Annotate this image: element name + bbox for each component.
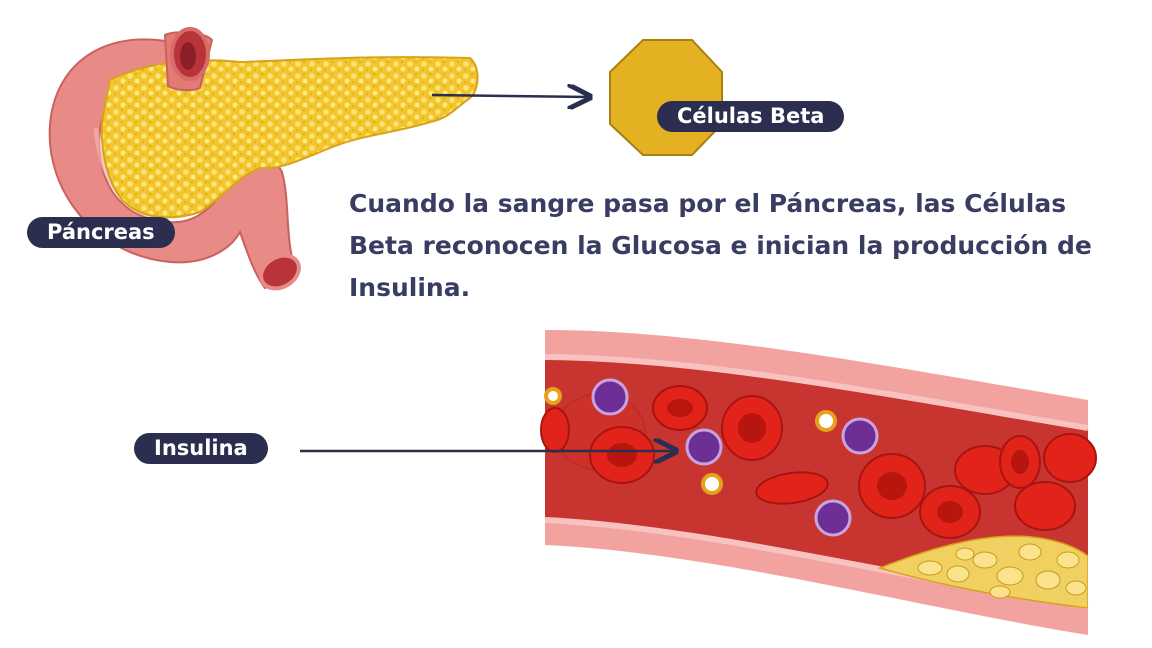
label-pancreas: Páncreas bbox=[27, 217, 175, 248]
label-insulin: Insulina bbox=[134, 433, 268, 464]
beta-cell-octagon bbox=[609, 39, 723, 156]
insulin-molecules bbox=[591, 378, 879, 537]
pancreas-body bbox=[100, 56, 479, 219]
description-text: Cuando la sangre pasa por el Páncreas, l… bbox=[349, 189, 1092, 302]
glucose-molecules bbox=[544, 387, 837, 495]
blood-vessel-illustration bbox=[540, 330, 1097, 635]
label-beta-cells: Células Beta bbox=[657, 101, 845, 132]
arrow-to-beta-cells bbox=[431, 95, 590, 97]
